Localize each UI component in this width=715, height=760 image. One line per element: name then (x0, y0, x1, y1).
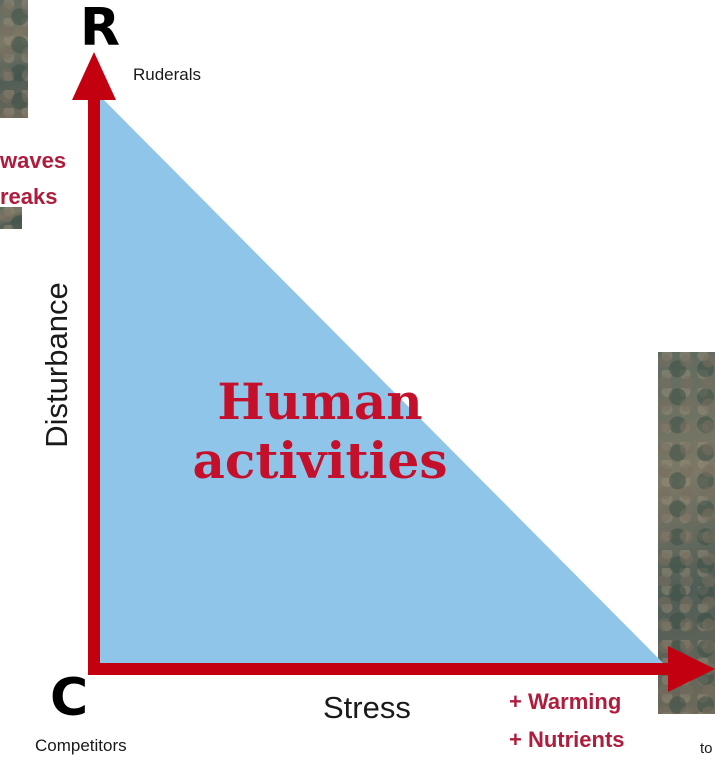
competitor-label: Competitors (35, 736, 127, 755)
competitor-vertex-letter: C (50, 668, 89, 728)
reef-photo-right (658, 352, 715, 714)
ruderal-label: Ruderals (133, 65, 202, 84)
stress-arrowhead (668, 646, 715, 692)
stress-axis-label: Stress (323, 690, 411, 725)
reef-photo-left-small (0, 207, 22, 229)
cropped-edge-text: to (700, 740, 713, 757)
disturbance-driver-1: waves (0, 148, 67, 173)
stress-driver-2: + Nutrients (509, 727, 625, 752)
center-text-line-2: activities (192, 431, 448, 490)
strategy-triangle (92, 88, 668, 668)
disturbance-axis-label-rotated: Disturbance (39, 282, 74, 448)
ruderal-vertex-letter: R (80, 0, 121, 58)
disturbance-arrowhead (72, 52, 116, 100)
disturbance-driver-2: reaks (0, 184, 58, 209)
center-text-line-1: Human (217, 372, 423, 431)
reef-photo-top-left (0, 0, 28, 118)
stress-driver-1: + Warming (509, 689, 622, 714)
human-activities-title: Human activities (160, 372, 480, 490)
